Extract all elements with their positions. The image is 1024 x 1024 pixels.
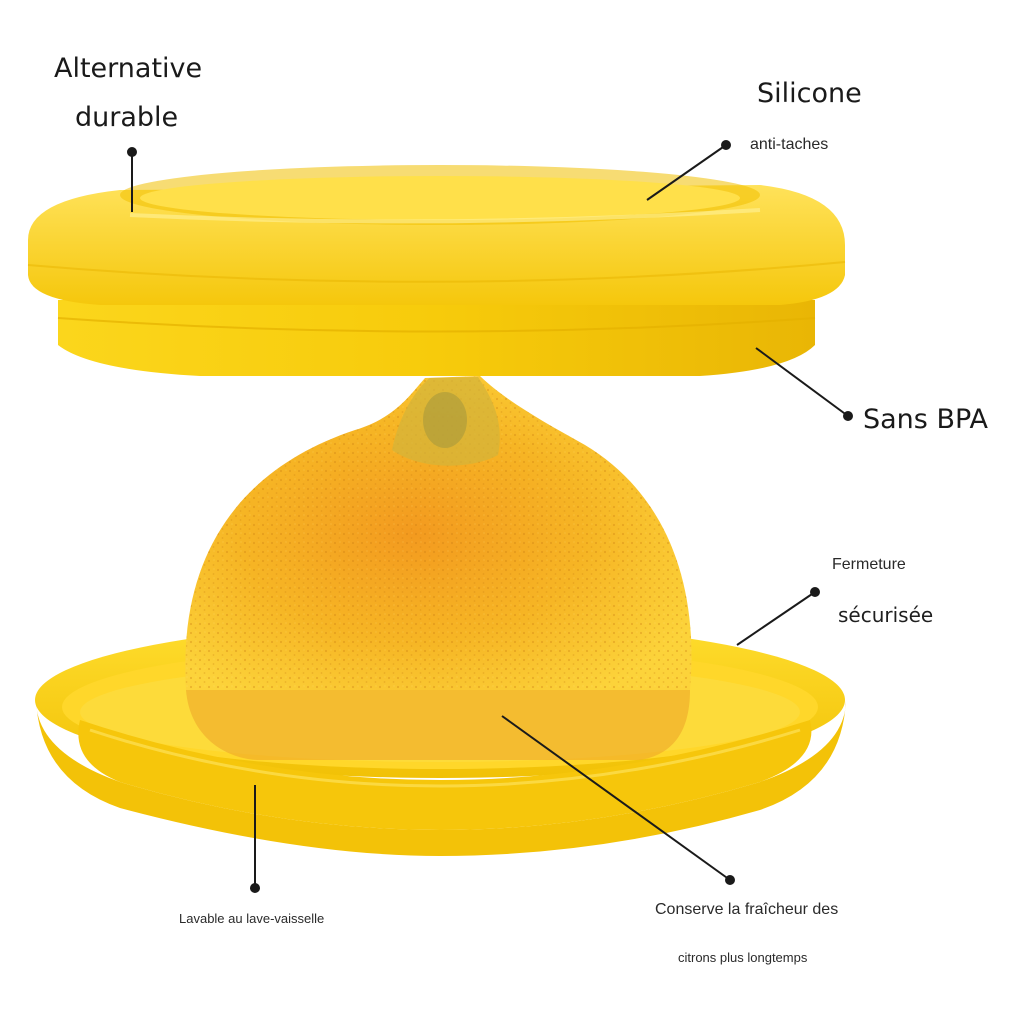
lemon-half xyxy=(185,376,692,760)
label-sans-bpa: Sans BPA xyxy=(863,404,988,435)
label-lavable: Lavable au lave-vaisselle xyxy=(179,911,325,926)
label-conserve-line2: citrons plus longtemps xyxy=(678,950,808,965)
leader-conserve xyxy=(501,715,735,885)
leader-fermeture xyxy=(736,587,820,646)
label-securisee: sécurisée xyxy=(838,603,934,627)
leader-sans-bpa xyxy=(755,347,853,421)
base-dish-front xyxy=(78,720,812,830)
label-conserve-line1: Conserve la fraîcheur des xyxy=(655,901,839,918)
label-silicone: Silicone xyxy=(757,78,862,109)
leader-anti-taches xyxy=(646,140,731,201)
label-anti-taches: anti-taches xyxy=(750,136,829,153)
leader-alternative xyxy=(127,147,137,212)
lid xyxy=(27,165,846,376)
leader-lavable xyxy=(250,785,260,893)
label-fermeture: Fermeture xyxy=(832,556,906,573)
label-alternative-line1: Alternative xyxy=(54,53,203,84)
callout-leaders xyxy=(127,140,853,893)
label-alternative-line2: durable xyxy=(75,102,179,133)
